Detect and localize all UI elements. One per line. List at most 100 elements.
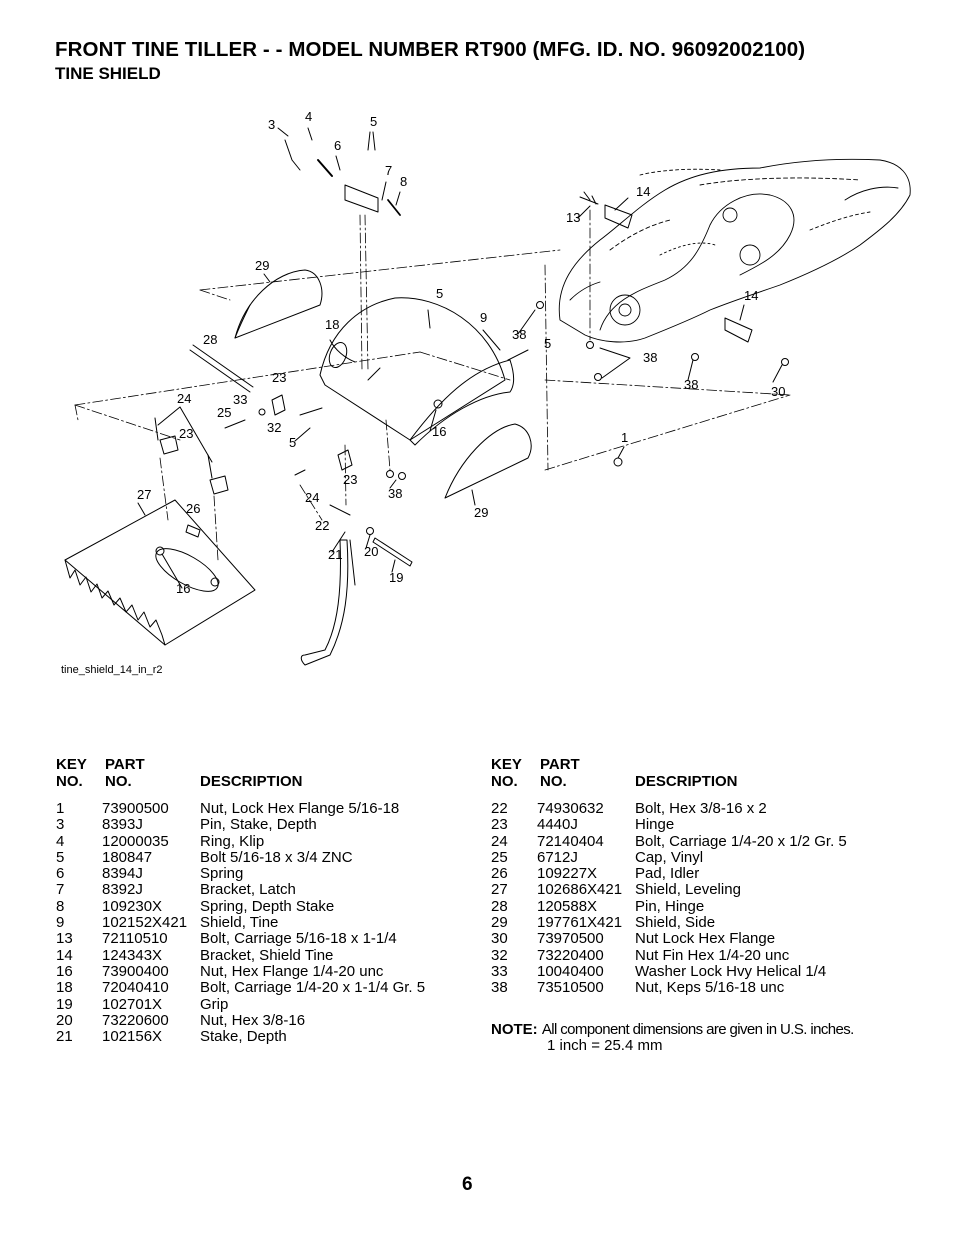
description: Spring, Depth Stake bbox=[200, 897, 335, 915]
tine-shield-outline bbox=[319, 297, 506, 441]
callout-number: 5 bbox=[436, 286, 443, 301]
part-no: 8393J bbox=[102, 816, 143, 834]
description: Bolt, Carriage 1/4-20 x 1-1/4 Gr. 5 bbox=[200, 979, 426, 997]
description: Nut Lock Hex Flange bbox=[635, 930, 776, 948]
key-no: 21 bbox=[56, 1028, 73, 1046]
key-no: 7 bbox=[56, 881, 65, 899]
side-shield-left bbox=[234, 269, 323, 339]
description: Shield, Side bbox=[635, 914, 716, 932]
callout-number: 13 bbox=[566, 210, 580, 225]
callout-number: 23 bbox=[343, 472, 357, 487]
description: Pin, Stake, Depth bbox=[200, 816, 317, 834]
key-no: 30 bbox=[491, 930, 508, 948]
part-no: 73510500 bbox=[537, 979, 604, 997]
tiller-housing-outline bbox=[558, 158, 911, 343]
part-no: 102156X bbox=[102, 1028, 163, 1046]
key-no: 14 bbox=[56, 946, 73, 964]
description-header: DESCRIPTION bbox=[635, 773, 738, 790]
callout-number: 23 bbox=[179, 426, 193, 441]
callout-number: 18 bbox=[325, 317, 339, 332]
part-header-no: NO. bbox=[105, 773, 132, 790]
description: Spring bbox=[200, 865, 244, 883]
page-title: FRONT TINE TILLER - - MODEL NUMBER RT900… bbox=[55, 38, 806, 61]
callout-number: 38 bbox=[388, 486, 402, 501]
exploded-parts-diagram: 3456781314295914183852838233830243325322… bbox=[61, 109, 911, 676]
note-text: All component dimensions are given in U.… bbox=[541, 1021, 854, 1038]
description: Shield, Leveling bbox=[635, 881, 741, 899]
part-no: 12000035 bbox=[102, 832, 169, 850]
part-no: 72040410 bbox=[102, 979, 169, 997]
key-no: 25 bbox=[491, 848, 508, 866]
description: Ring, Klip bbox=[200, 832, 265, 850]
part-header: PART bbox=[105, 756, 145, 773]
part-no: 74930632 bbox=[537, 800, 604, 817]
part-no: 6712J bbox=[537, 848, 578, 866]
description: Bolt, Carriage 1/4-20 x 1/2 Gr. 5 bbox=[635, 832, 847, 850]
key-no: 4 bbox=[56, 832, 65, 850]
key-no: 6 bbox=[56, 865, 65, 883]
callout-number: 32 bbox=[267, 420, 281, 435]
key-no: 29 bbox=[491, 914, 508, 932]
shield-tine-bracket-lower bbox=[724, 317, 753, 343]
key-no: 20 bbox=[56, 1011, 73, 1029]
callout-number: 5 bbox=[544, 336, 551, 351]
key-no: 22 bbox=[491, 800, 508, 817]
side-shield-right bbox=[444, 423, 532, 499]
hinge-left bbox=[159, 435, 179, 455]
part-no: 10040400 bbox=[537, 962, 604, 980]
key-no: 8 bbox=[56, 897, 65, 915]
section-subtitle: TINE SHIELD bbox=[55, 64, 161, 83]
part-no: 73900400 bbox=[102, 962, 169, 980]
callout-number: 24 bbox=[177, 391, 191, 406]
hinge-pin bbox=[189, 344, 254, 393]
key-no: 18 bbox=[56, 979, 73, 997]
description: Shield, Tine bbox=[200, 914, 279, 932]
callout-number: 29 bbox=[255, 258, 269, 273]
key-header: KEY bbox=[491, 756, 522, 773]
note-label: NOTE: bbox=[491, 1021, 538, 1038]
key-no: 1 bbox=[56, 800, 65, 817]
callout-number: 9 bbox=[480, 310, 487, 325]
key-no: 33 bbox=[491, 962, 508, 980]
shield-tine-bracket-upper bbox=[604, 204, 633, 229]
description: Bolt, Carriage 5/16-18 x 1-1/4 bbox=[200, 930, 397, 948]
callout-number: 26 bbox=[186, 501, 200, 516]
key-no: 23 bbox=[491, 816, 508, 834]
key-no: 28 bbox=[491, 897, 508, 915]
callout-number: 23 bbox=[272, 370, 286, 385]
callout-number: 24 bbox=[305, 490, 319, 505]
part-header: PART bbox=[540, 756, 580, 773]
key-no: 19 bbox=[56, 995, 73, 1013]
callout-number: 28 bbox=[203, 332, 217, 347]
part-no: 8392J bbox=[102, 881, 143, 899]
key-header-no: NO. bbox=[491, 773, 518, 790]
part-no: 72140404 bbox=[537, 832, 604, 850]
description: Nut, Hex 3/8-16 bbox=[200, 1011, 306, 1029]
callout-number: 27 bbox=[137, 487, 151, 502]
description: Nut Fin Hex 1/4-20 unc bbox=[635, 946, 790, 964]
hinge-mid bbox=[337, 449, 353, 471]
description: Nut, Hex Flange 1/4-20 unc bbox=[200, 962, 384, 980]
callout-number: 5 bbox=[289, 435, 296, 450]
description: Nut, Keps 5/16-18 unc bbox=[635, 979, 785, 997]
part-no: 73900500 bbox=[102, 800, 169, 817]
table-row: 1 73900500 Nut, Lock Hex Flange 5/16-18 bbox=[56, 800, 466, 817]
description: Stake, Depth bbox=[200, 1028, 287, 1046]
description: Nut, Lock Hex Flange 5/16-18 bbox=[200, 800, 400, 817]
description: Pad, Idler bbox=[635, 865, 700, 883]
hinge-left-lower bbox=[209, 475, 229, 495]
key-no: 38 bbox=[491, 979, 508, 997]
